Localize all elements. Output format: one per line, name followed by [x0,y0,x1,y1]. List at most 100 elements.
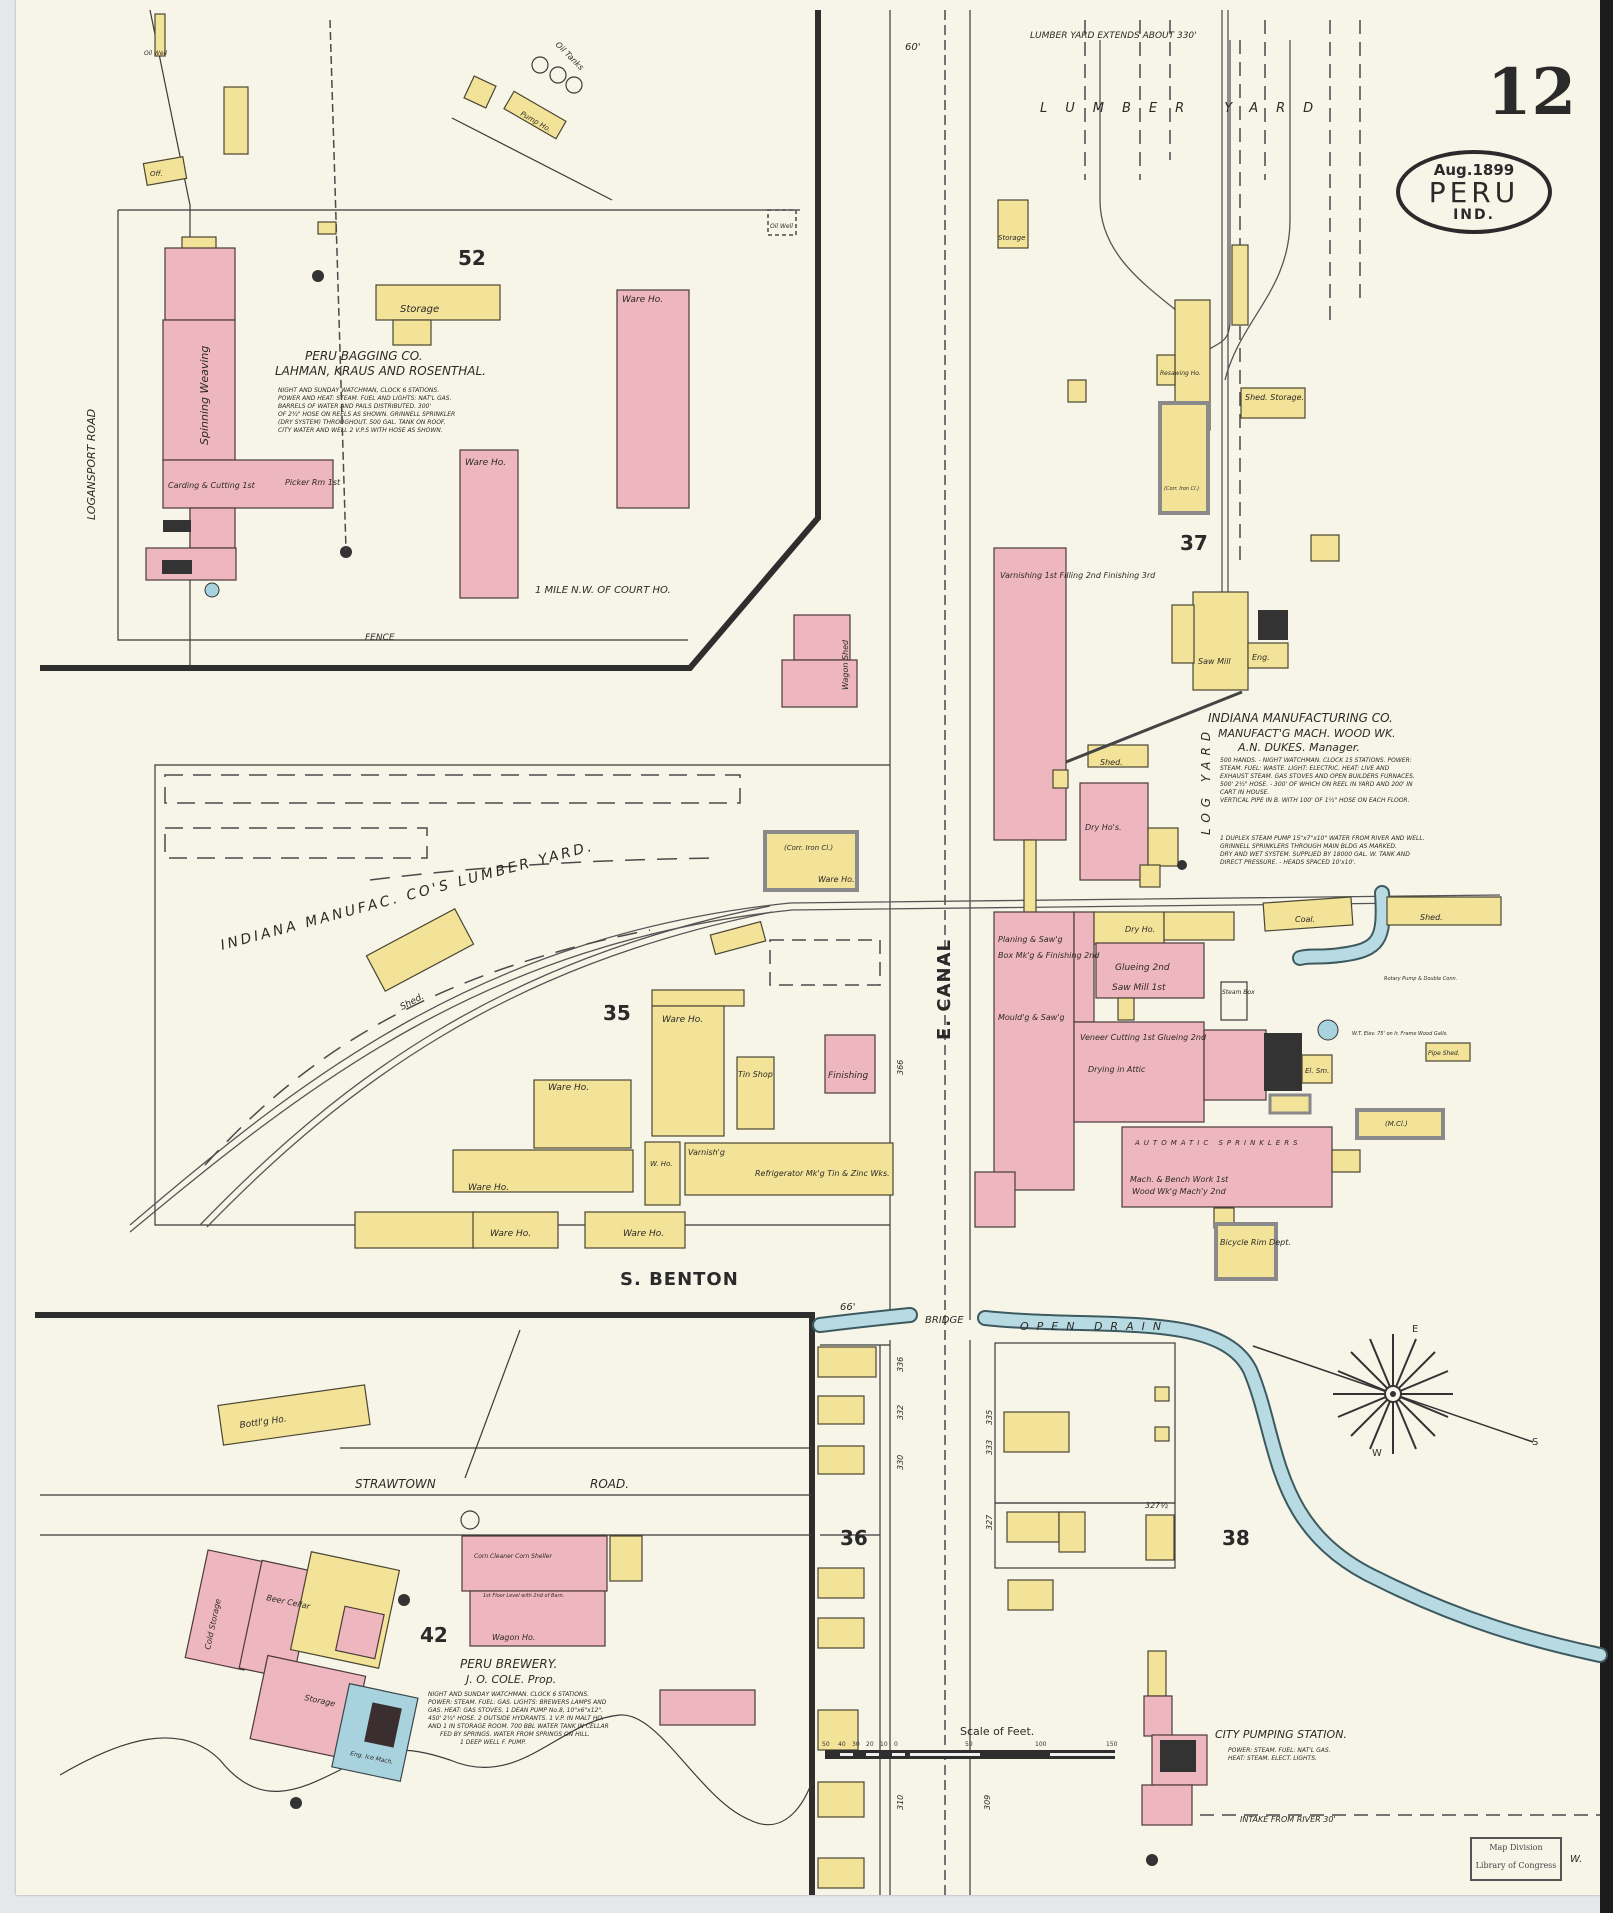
peru-bagging-note: BARRELS OF WATER AND PAILS DISTRIBUTED. … [278,403,431,410]
resawing-label: Resawing Ho. [1160,370,1201,377]
ware-ho-label: Ware Ho. [465,458,506,468]
peru-bagging-owners: LAHMAN, KRAUS AND ROSENTHAL. [275,364,486,378]
block-number-36: 36 [840,1526,868,1550]
peru-bagging-name: PERU BAGGING CO. [305,349,423,363]
peru-brewery-note: 1 DEEP WELL F. PUMP. [460,1739,526,1746]
drying-label: Drying in Attic [1088,1065,1146,1074]
rotary-pump-label: Rotary Pump & Double Conn. [1384,976,1457,982]
peru-brewery-note: NIGHT AND SUNDAY WATCHMAN. CLOCK 6 STATI… [428,1691,589,1698]
peru-brewery-note: GAS. HEAT: GAS STOVES. 1 DEAN PUMP No.8,… [428,1707,603,1714]
address-310: 310 [896,1795,905,1810]
dry-hos-label: Dry Ho's. [1085,823,1122,832]
off-label: Off. [150,170,163,178]
address-327: 327 [985,1514,994,1530]
scale-tick: 0 [894,1741,898,1748]
planing-label: Planing & Saw'g [998,935,1063,944]
fence-label: FENCE [365,633,395,643]
storage-label: Storage [400,304,439,315]
box-mkg-label: Box Mk'g & Finishing 2nd [998,951,1100,960]
ware-ho-label: Ware Ho. [662,1015,703,1025]
address-327-half: 327½ [1145,1501,1168,1510]
canal-street [889,10,971,1895]
indiana-mfg-note: VERTICAL PIPE IN B. WITH 100' OF 1½" HOS… [1220,797,1410,804]
street-strawtown: STRAWTOWN [355,1477,436,1491]
bicycle-rim-label: Bicycle Rim Dept. [1220,1238,1291,1247]
room-carding: Carding & Cutting 1st [168,481,256,490]
address-309: 309 [983,1795,992,1810]
veneer-label: Veneer Cutting 1st Glueing 2nd [1080,1033,1207,1042]
address-332: 332 [896,1405,905,1420]
indiana-mfg-note: CART IN HOUSE. [1220,789,1269,796]
text-labels: 52 37 35 36 38 42 E. CANAL S. BENTON LOG… [85,31,1460,1824]
block-35-buildings [354,614,894,1249]
corner-mark: W. [1570,1854,1582,1865]
compass-labels: E S W [1372,1324,1538,1459]
automatic-sprinklers-label: AUTOMATIC SPRINKLERS [1134,1139,1302,1147]
indiana-mfg-note: DIRECT PRESSURE. - HEADS SPACED 10'x10'. [1220,859,1356,866]
log-yard-label: LOG YARD [1199,726,1213,835]
steam-box-label: Steam Box [1222,989,1255,996]
map-state: IND. [1453,207,1495,223]
scale-tick: 20 [866,1741,874,1748]
ware-ho-label: Ware Ho. [818,875,855,884]
indiana-mfg-note: 500' 2½" HOSE. - 300' OF WHICH ON REEL I… [1220,781,1413,788]
ware-ho-label: Ware Ho. [623,1229,664,1239]
peru-brewery-note: FED BY SPRINGS. WATER FROM SPRINGS ON HI… [440,1731,590,1738]
compass-e: E [1412,1324,1418,1335]
corr-iron-label: (Corr. Iron Cl.) [1164,486,1199,492]
indiana-mfg-buildings [974,199,1502,1281]
wt-elev-label: W.T. Elev. 75' on Ir. Frame Wood Galls. [1352,1031,1448,1037]
shed-storage-label: Shed. Storage. [1245,393,1304,402]
peru-brewery-note: POWER: STEAM. FUEL: GAS. LIGHTS: BREWERS… [428,1699,607,1706]
stamp-line-2: Library of Congress [1475,1861,1557,1870]
peru-bagging-co-buildings [142,13,797,599]
lower-blocks [35,1312,1176,1895]
peru-bagging-note: CITY WATER AND WELL 2 V.P.S WITH HOSE AS… [278,427,443,434]
lumber-yard-piles [1084,20,1361,560]
peru-brewery-name: PERU BREWERY. [460,1657,557,1671]
address-335: 335 [985,1410,994,1425]
varnishing-label: Varnish'g [688,1148,725,1157]
indiana-mfg-note: STEAM. FUEL: WASTE. LIGHT: ELECTRIC. HEA… [1220,765,1390,772]
shed-label: Shed. [399,992,426,1013]
finishing-label: Finishing [828,1071,868,1081]
compass-w: W [1372,1448,1382,1459]
scale-labels: Scale of Feet. 50 40 30 20 10 0 50 100 1… [822,1725,1118,1748]
block-number-37: 37 [1180,531,1208,555]
stamp-line-1: Map Division [1489,1843,1543,1852]
address-366: 366 [896,1060,905,1075]
street-logansport-road: LOGANSPORT ROAD [85,409,98,520]
w-ho-label: W. Ho. [650,1160,673,1168]
saw-mill-1st-label: Saw Mill 1st [1112,983,1166,993]
glueing-label: Glueing 2nd [1115,963,1170,973]
wood-wkg-label: Wood Wk'g Mach'y 2nd [1132,1187,1227,1196]
scale-tick: 10 [880,1741,888,1748]
scan-edge [1600,0,1613,1913]
block-number-35: 35 [603,1001,631,1025]
indiana-mfg-note: 1 DUPLEX STEAM PUMP 15"x7"x10" WATER FRO… [1220,835,1425,842]
address-336: 336 [896,1357,905,1372]
room-picker: Picker Rm 1st [285,478,341,487]
map-city: PERU [1428,176,1520,209]
peru-brewery-prop: J. O. COLE. Prop. [464,1673,556,1686]
corr-iron-label: (Corr. Iron Cl.) [784,844,833,852]
indiana-mfg-note: GRINNELL SPRINKLERS THROUGH MAIN BLDG AS… [1220,843,1397,850]
street-width-66: 66' [840,1302,855,1313]
peru-bagging-note: POWER AND HEAT: STEAM. FUEL AND LIGHTS: … [278,395,452,402]
saw-mill-label: Saw Mill [1198,657,1231,666]
scale-tick: 50 [965,1741,973,1748]
scale-tick: 100 [1035,1741,1047,1748]
peru-bagging-note: (DRY SYSTEM) THROUGHOUT. 500 GAL. TANK O… [278,419,446,426]
shed-label: Shed. [1420,913,1443,922]
scale-bar [825,1750,1115,1759]
library-stamp: Map Division Library of Congress [1470,1837,1562,1881]
block-number-38: 38 [1222,1526,1250,1550]
compass-rose [1252,1334,1534,1454]
wagon-ho-label: Wagon Ho. [492,1633,535,1642]
tin-shop-label: Tin Shop [738,1070,773,1079]
block-number-52: 52 [458,246,486,270]
lumber-yard-note: LUMBER YARD EXTENDS ABOUT 330' [1030,31,1197,41]
compass-s: S [1532,1437,1538,1448]
indiana-mfg-name: INDIANA MANUFACTURING CO. [1208,711,1393,725]
